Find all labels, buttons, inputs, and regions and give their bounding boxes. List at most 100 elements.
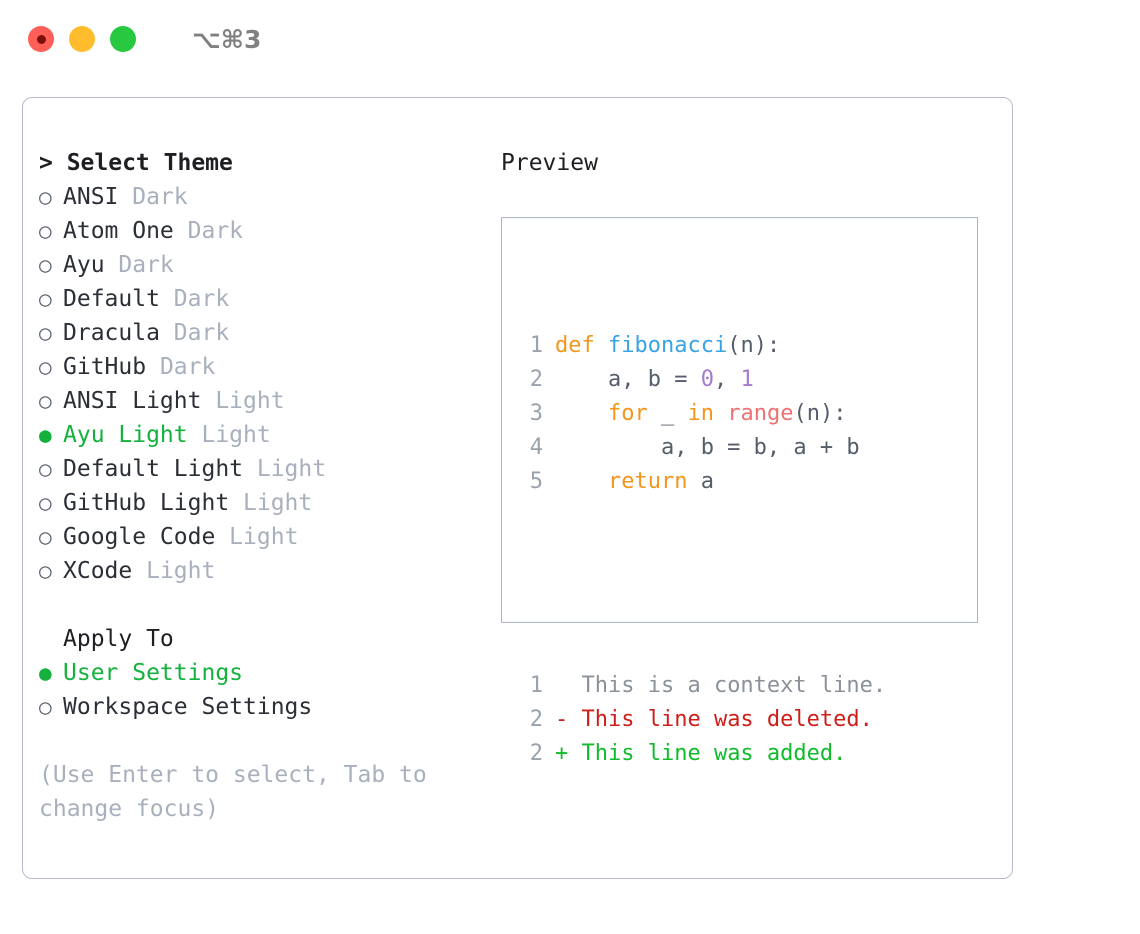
- keyboard-shortcut-label: ⌥⌘3: [192, 24, 262, 54]
- theme-option-variant: Light: [229, 490, 313, 516]
- code-line: 1 def fibonacci(n):: [515, 329, 886, 363]
- theme-option-label: Default: [63, 286, 160, 312]
- code-line-number: 1: [529, 333, 543, 358]
- code-line-number: 5: [529, 469, 543, 494]
- apply-to-header: Apply To: [63, 626, 174, 652]
- title-bar: ⌥⌘3: [0, 0, 1140, 78]
- code-token-num: 1: [740, 367, 754, 392]
- apply-option-user-settings[interactable]: ● User Settings: [39, 656, 494, 690]
- theme-option-label: ANSI: [63, 184, 119, 210]
- theme-option-label: Atom One: [63, 218, 174, 244]
- code-line: 3 for _ in range(n):: [515, 397, 886, 431]
- theme-option-ansi[interactable]: ○ ANSI Dark: [39, 180, 494, 214]
- radio-unselected-icon[interactable]: ○: [39, 491, 52, 515]
- code-token-plain: a: [687, 469, 714, 494]
- theme-option-default[interactable]: ○ Default Dark: [39, 282, 494, 316]
- diff-sign: -: [555, 707, 569, 732]
- theme-option-label: Ayu: [63, 252, 105, 278]
- radio-unselected-icon[interactable]: ○: [39, 695, 52, 719]
- diff-lines: 1 This is a context line.2- This line wa…: [515, 669, 886, 771]
- theme-option-dracula[interactable]: ○Dracula Dark: [39, 316, 494, 350]
- minimize-button-icon[interactable]: [69, 26, 95, 52]
- theme-option-github[interactable]: ○ GitHub Dark: [39, 350, 494, 384]
- diff-sign: +: [555, 741, 569, 766]
- theme-option-variant: Light: [132, 558, 216, 584]
- diff-text: This line was deleted.: [568, 707, 873, 732]
- code-token-plain: ,: [713, 367, 741, 392]
- theme-option-variant: Dark: [146, 354, 216, 380]
- code-token-plain: [555, 401, 608, 426]
- code-token-plain: _: [647, 401, 688, 426]
- diff-line-deleted: 2- This line was deleted.: [515, 703, 886, 737]
- preview-title: Preview: [501, 150, 598, 176]
- theme-option-variant: Dark: [118, 184, 188, 210]
- code-token-keyword: return: [607, 469, 688, 494]
- theme-option-variant: Dark: [159, 286, 230, 312]
- code-token-keyword: for: [607, 401, 648, 426]
- apply-to-list: ● User Settings ○ Workspace Settings: [39, 656, 494, 724]
- radio-unselected-icon[interactable]: ○: [39, 321, 52, 345]
- theme-option-label: GitHub: [63, 354, 147, 380]
- radio-unselected-icon[interactable]: ○: [39, 185, 52, 209]
- code-token-keyword: def: [555, 333, 608, 358]
- theme-option-variant: Light: [187, 422, 271, 448]
- apply-option-label: User Settings: [63, 660, 244, 686]
- theme-option-label: Default Light: [63, 456, 244, 482]
- theme-option-label: GitHub Light: [63, 490, 230, 516]
- code-line-number: 4: [529, 435, 543, 460]
- theme-option-label: XCode: [63, 558, 133, 584]
- radio-unselected-icon[interactable]: ○: [39, 287, 52, 311]
- code-token-num: 0: [700, 367, 714, 392]
- radio-unselected-icon[interactable]: ○: [39, 389, 52, 413]
- theme-option-google-code[interactable]: ○Google Code Light: [39, 520, 494, 554]
- theme-option-variant: Light: [243, 456, 327, 482]
- radio-selected-icon[interactable]: ●: [39, 661, 52, 685]
- theme-option-ansi-light[interactable]: ○ANSI Light Light: [39, 384, 494, 418]
- radio-unselected-icon[interactable]: ○: [39, 355, 52, 379]
- close-button-icon[interactable]: [28, 26, 54, 52]
- radio-unselected-icon[interactable]: ○: [39, 457, 52, 481]
- radio-unselected-icon[interactable]: ○: [39, 253, 52, 277]
- code-token-plain: a, b =: [555, 367, 701, 392]
- diff-line-number: 1: [529, 673, 543, 698]
- code-token-keyword: in: [687, 401, 714, 426]
- radio-unselected-icon[interactable]: ○: [39, 559, 52, 583]
- theme-option-label: Ayu Light: [63, 422, 188, 448]
- keyboard-hint: (Use Enter to select, Tab to change focu…: [39, 762, 427, 822]
- theme-option-variant: Light: [215, 524, 299, 550]
- diff-text: This line was added.: [568, 741, 847, 766]
- code-token-plain: [714, 401, 727, 426]
- diff-line-number: 2: [529, 741, 543, 766]
- maximize-button-icon[interactable]: [110, 26, 136, 52]
- theme-option-github-light[interactable]: ○ GitHub Light Light: [39, 486, 494, 520]
- theme-option-default-light[interactable]: ○ Default Light Light: [39, 452, 494, 486]
- radio-unselected-icon[interactable]: ○: [39, 525, 52, 549]
- theme-option-variant: Dark: [173, 218, 244, 244]
- theme-option-xcode[interactable]: ○ XCode Light: [39, 554, 494, 588]
- theme-option-ayu[interactable]: ○ Ayu Dark: [39, 248, 494, 282]
- theme-list: ○ ANSI Dark ○ Atom One Dark ○ Ayu Dark ○ Defaul…: [39, 180, 494, 588]
- radio-unselected-icon[interactable]: ○: [39, 219, 52, 243]
- theme-option-variant: Dark: [159, 320, 230, 346]
- apply-option-label: Workspace Settings: [63, 694, 313, 720]
- theme-selector-column: > Select Theme ○ANSI Dark○Atom One Dark○…: [39, 146, 494, 826]
- theme-option-ayu-light[interactable]: ● Ayu Light Light: [39, 418, 494, 452]
- code-token-func: fibonacci: [607, 333, 728, 358]
- code-token-plain: (n):: [793, 401, 847, 426]
- diff-line-added: 2 + This line was added.: [515, 737, 886, 771]
- section-spacer: [39, 588, 494, 622]
- code-blank-line: [515, 567, 886, 601]
- theme-option-variant: Dark: [104, 252, 174, 278]
- code-line-number: 3: [529, 401, 543, 426]
- code-line: 5 return a: [515, 465, 886, 499]
- code-line: 4 a, b = b, a + b: [515, 431, 886, 465]
- code-token-plain: (n):: [727, 333, 781, 358]
- theme-option-label: ANSI Light: [63, 388, 202, 414]
- radio-selected-icon[interactable]: ●: [39, 423, 52, 447]
- apply-option-workspace-settings[interactable]: ○ Workspace Settings: [39, 690, 494, 724]
- theme-option-atom-one[interactable]: ○ Atom One Dark: [39, 214, 494, 248]
